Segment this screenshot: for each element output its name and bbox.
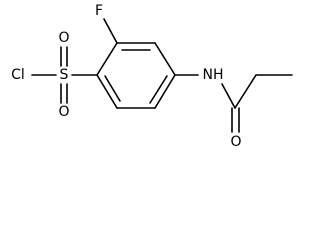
bond-nitrogen-carbonyl bbox=[221, 83, 236, 109]
ring-bond-c3-c4 bbox=[154, 42, 176, 76]
ring-bond-c1-c2 bbox=[96, 42, 118, 76]
ring-bond-c6-c1 bbox=[96, 74, 118, 109]
ring-double-bond-c6-c1 bbox=[104, 75, 121, 102]
ring-bond-c4-c5 bbox=[154, 74, 176, 109]
benzene-ring bbox=[96, 42, 176, 109]
sulfur-atom: S bbox=[60, 67, 69, 83]
chlorine-atom: Cl bbox=[11, 67, 25, 83]
amide-nitrogen: NH bbox=[203, 67, 224, 83]
fluorine-atom: F bbox=[95, 3, 103, 19]
bond-c2-fluorine bbox=[103, 18, 118, 44]
sulfonyl-oxygen-bottom: O bbox=[58, 104, 69, 120]
molecule-structure: F S Cl O O NH O bbox=[11, 3, 293, 150]
carbonyl-oxygen: O bbox=[230, 134, 241, 150]
ring-double-bond-c4-c5 bbox=[149, 75, 168, 104]
bond-carbonyl-ch2 bbox=[234, 74, 257, 109]
sulfonyl-oxygen-top: O bbox=[58, 30, 69, 46]
